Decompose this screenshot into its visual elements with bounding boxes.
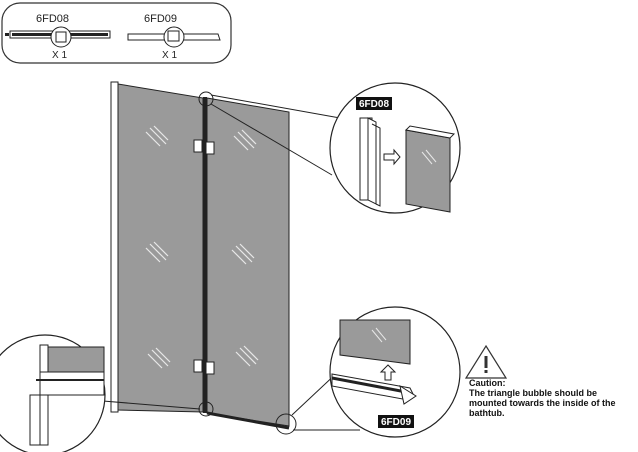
- caution-note: Caution: The triangle bubble should be m…: [469, 378, 634, 418]
- part-6fd08: 6FD08 X 1: [5, 13, 111, 61]
- part-6fd09-code: 6FD09: [144, 13, 177, 25]
- caution-text: The triangle bubble should be mounted to…: [469, 388, 616, 418]
- part-6fd09: 6FD09 X 1: [127, 13, 221, 61]
- callout-6fd09-tag: [378, 415, 414, 428]
- part-6fd08-qty: X 1: [52, 50, 67, 61]
- callout-6fd08-label: 6FD08: [359, 99, 389, 110]
- callout-6fd08-tag: [356, 97, 392, 110]
- glass-reflection-marks: [145, 125, 259, 369]
- hinge-bottom-icon: [193, 359, 203, 373]
- callout-6fd09-label: 6FD09: [381, 417, 411, 428]
- caution-title: Caution:: [469, 378, 506, 388]
- callout-bottom-left: [0, 334, 106, 452]
- hinge-top-icon: [193, 139, 203, 153]
- callout-6fd09: 6FD09: [329, 306, 461, 438]
- callout-6fd08: 6FD08: [329, 82, 461, 214]
- parts-box: 6FD08 X 1 6FD09 X 1: [1, 2, 232, 64]
- glass-panel-right: [206, 97, 290, 427]
- arrow-up-icon: [379, 364, 397, 381]
- leader-lines: [102, 94, 360, 431]
- part-6fd08-code: 6FD08: [36, 13, 69, 25]
- arrow-right-icon: [383, 148, 401, 166]
- part-6fd09-qty: X 1: [162, 50, 177, 61]
- shower-screen: [110, 81, 297, 435]
- caution-warning-icon: [464, 344, 508, 379]
